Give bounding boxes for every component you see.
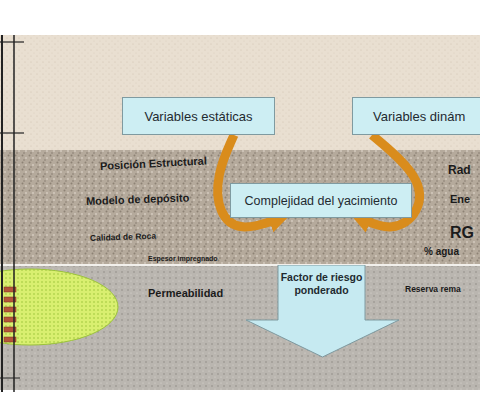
variable-label: RG: [450, 224, 474, 242]
variable-label: Permeabilidad: [148, 287, 223, 299]
variable-box: Complejidad del yacimiento: [230, 183, 412, 218]
node-text: Complejidad del yacimiento: [245, 194, 398, 208]
node-text: Variables estáticas: [144, 109, 252, 124]
variable-box: Variables estáticas: [122, 97, 275, 135]
variable-label: Ene: [450, 193, 470, 205]
oil-lens: [0, 269, 118, 345]
variable-box: Variables dinám: [352, 97, 480, 135]
node-text: Variables dinám: [373, 109, 465, 124]
variable-label: Espesor impregnado: [148, 255, 218, 263]
variable-label: % agua: [424, 246, 459, 257]
arrow-outline: [246, 265, 399, 357]
layer-boundary: [0, 264, 480, 266]
variable-label: Reserva rema: [405, 285, 461, 294]
arrow-box: Factor de riesgo ponderado: [245, 265, 400, 358]
variable-label: Rad: [448, 164, 471, 177]
node-text: Factor de riesgo ponderado: [278, 271, 365, 297]
well-bore: [0, 35, 24, 392]
